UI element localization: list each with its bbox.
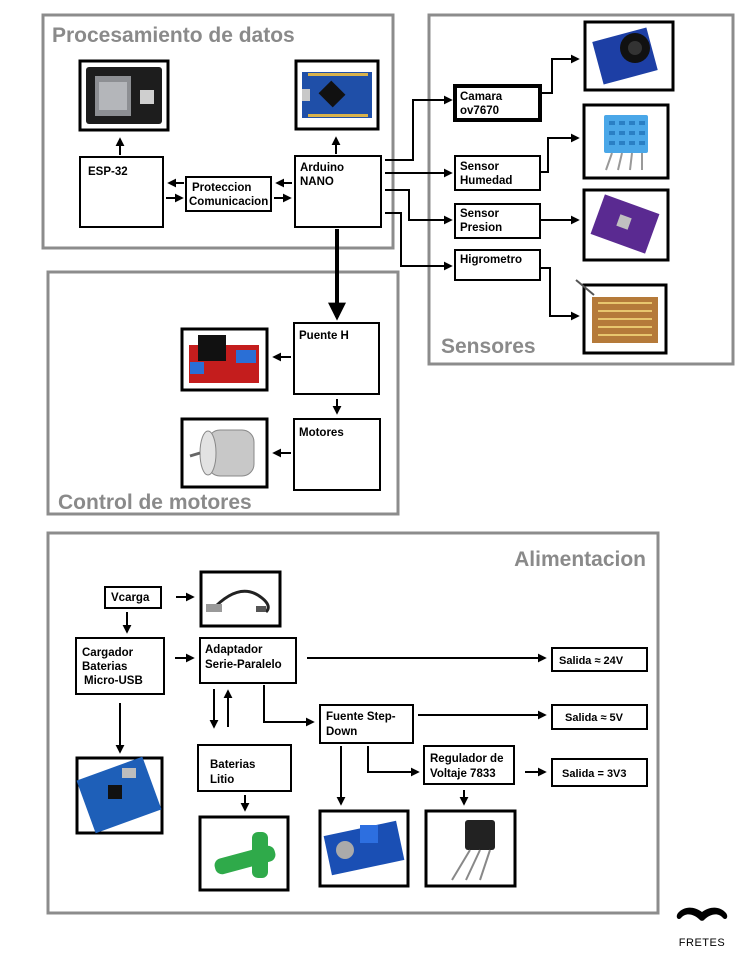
cargador-photo — [75, 756, 164, 835]
arrow-fuente-to-regulador — [367, 746, 420, 777]
line-arduino-presion — [385, 189, 453, 225]
section-sensores: Sensores — [427, 13, 735, 366]
line-humedad-photo — [541, 133, 580, 173]
section-procesamiento: Procesamiento de datos — [41, 13, 395, 250]
section-title-sensores: Sensores — [441, 335, 536, 358]
vcarga-label: Vcarga — [111, 592, 150, 604]
baterias-photo — [198, 815, 290, 892]
line-camara-photo — [541, 54, 580, 94]
line-higrometro-photo — [541, 267, 580, 321]
higrometro-block: Higrometro — [454, 249, 541, 281]
arduino-photo — [294, 59, 380, 131]
logo-text: FRETES — [679, 937, 725, 949]
salida33-block: Salida = 3V3 — [551, 758, 648, 787]
salida5-label: Salida ≈ 5V — [565, 712, 624, 724]
puente-block: Puente H — [293, 322, 380, 395]
section-title-control: Control de motores — [58, 491, 252, 514]
arrow-adaptador-to-fuente — [263, 685, 315, 727]
salida24-label: Salida ≈ 24V — [559, 655, 624, 667]
humedad-photo — [582, 103, 670, 180]
motores-photo — [180, 417, 269, 489]
vcarga-block: Vcarga — [104, 586, 162, 609]
salida33-label: Salida = 3V3 — [562, 768, 627, 780]
line-arduino-camara — [385, 95, 453, 161]
presion-photo — [582, 188, 670, 262]
section-control: Control de motores — [46, 270, 400, 516]
section-alimentacion: Alimentacion — [46, 531, 660, 915]
higrometro-photo — [575, 279, 668, 355]
connectors — [115, 54, 580, 812]
fuente-label: Fuente Step-Down — [326, 711, 396, 738]
fretes-logo: FRETES — [676, 907, 728, 949]
usb-photo — [199, 570, 282, 628]
salida5-block: Salida ≈ 5V — [551, 704, 648, 730]
puente-photo — [180, 327, 269, 392]
esp32-block: ESP-32 — [79, 156, 164, 228]
regulador-photo — [424, 809, 517, 888]
puente-label: Puente H — [299, 330, 349, 342]
higrometro-label: Higrometro — [460, 254, 522, 266]
motores-block: Motores — [293, 418, 381, 491]
line-arduino-higrometro — [385, 212, 453, 271]
camara-photo — [583, 20, 675, 92]
fuente-photo — [318, 809, 410, 888]
fuente-block: Fuente Step-Down — [319, 704, 414, 744]
mustache-icon — [676, 907, 728, 921]
motores-label: Motores — [299, 427, 344, 439]
section-title-alimentacion: Alimentacion — [514, 548, 646, 571]
esp32-label: ESP-32 — [88, 166, 128, 178]
salida24-block: Salida ≈ 24V — [551, 647, 648, 672]
esp32-photo — [78, 59, 170, 132]
section-title-procesamiento: Procesamiento de datos — [52, 24, 295, 47]
